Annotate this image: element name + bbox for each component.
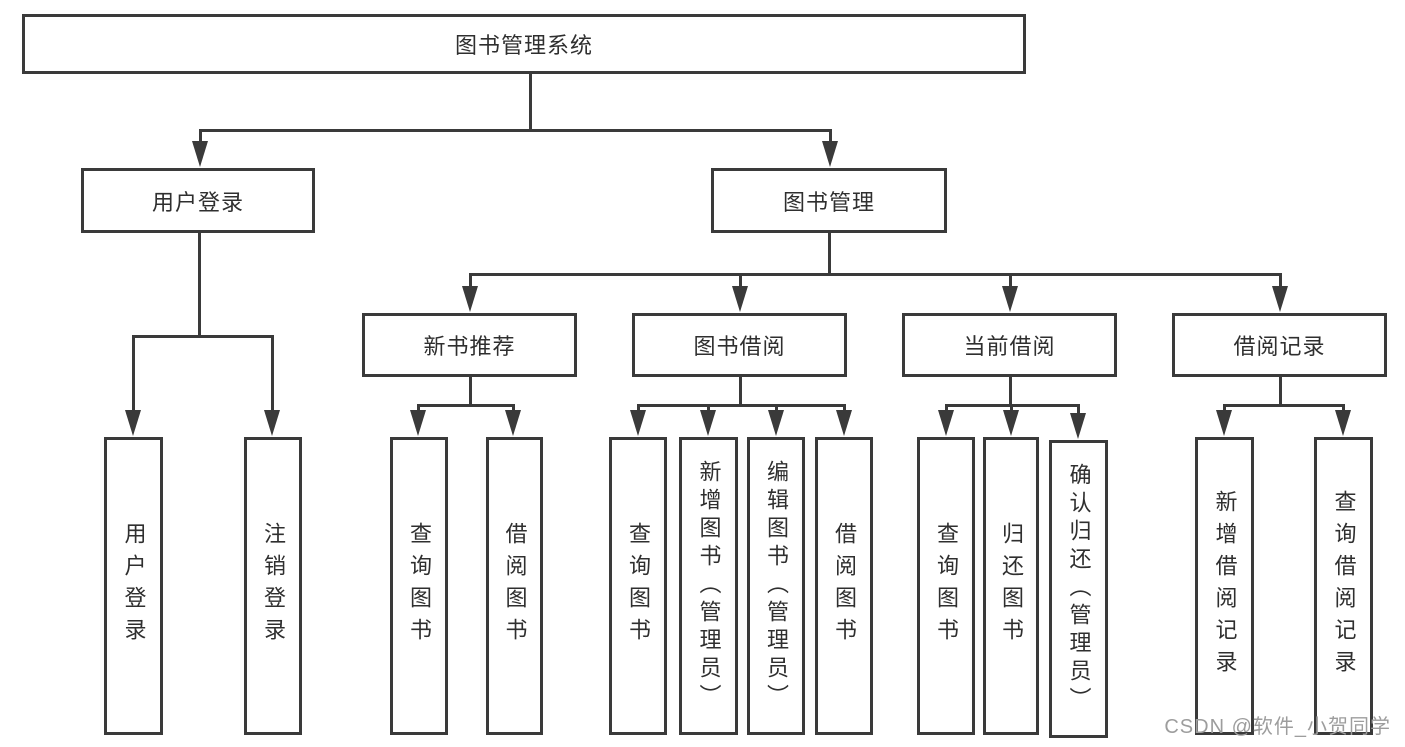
- node-label: 借阅图书: [832, 522, 857, 650]
- node-label: 借阅图书: [502, 522, 528, 650]
- node-current-query-books: 查询图书: [917, 437, 975, 735]
- arrowhead-down-icon: [462, 286, 478, 312]
- arrowhead-down-icon: [822, 141, 838, 167]
- arrowhead-down-icon: [700, 410, 716, 436]
- node-current-return-books: 归还图书: [983, 437, 1039, 735]
- node-root-library-management-system: 图书管理系统: [22, 14, 1026, 74]
- arrowhead-down-icon: [836, 410, 852, 436]
- node-label: 编辑图书（管理员）: [764, 460, 789, 712]
- arrowhead-down-icon: [264, 410, 280, 436]
- node-label: 图书借阅: [693, 334, 786, 359]
- connector-line: [828, 233, 831, 275]
- arrowhead-down-icon: [125, 410, 141, 436]
- connector-line: [132, 335, 274, 338]
- node-label: 新书推荐: [423, 334, 516, 359]
- connector-line: [637, 404, 846, 407]
- arrowhead-down-icon: [1335, 410, 1351, 436]
- node-new-book-recommend: 新书推荐: [362, 313, 577, 377]
- node-current-borrowing: 当前借阅: [902, 313, 1117, 377]
- node-borrow-add-books-admin: 新增图书（管理员）: [679, 437, 738, 735]
- node-borrow-query-books: 查询图书: [609, 437, 667, 735]
- connector-line: [270, 337, 274, 416]
- node-label: 查询图书: [407, 522, 432, 650]
- connector-line: [1223, 404, 1345, 407]
- connector-line: [131, 337, 135, 416]
- node-borrow-edit-books-admin: 编辑图书（管理员）: [747, 437, 805, 735]
- node-label: 用户登录: [121, 522, 147, 650]
- node-label: 借阅记录: [1233, 334, 1326, 359]
- arrowhead-down-icon: [410, 410, 426, 436]
- node-book-borrowing: 图书借阅: [632, 313, 847, 377]
- connector-line: [738, 275, 742, 292]
- connector-line: [199, 129, 832, 132]
- node-label: 归还图书: [999, 522, 1024, 650]
- node-book-management: 图书管理: [711, 168, 947, 233]
- node-login-logout: 注销登录: [244, 437, 302, 735]
- connector-line: [529, 74, 532, 131]
- node-label: 图书管理: [782, 189, 875, 215]
- csdn-watermark: CSDN @软件_小贺同学: [1164, 716, 1391, 738]
- node-current-confirm-return-admin: 确认归还（管理员）: [1049, 440, 1108, 738]
- node-borrow-records: 借阅记录: [1172, 313, 1387, 377]
- connector-line: [1279, 377, 1282, 406]
- connector-line: [198, 233, 201, 337]
- node-borrow-borrow-books: 借阅图书: [815, 437, 873, 735]
- connector-line: [468, 275, 472, 292]
- arrowhead-down-icon: [768, 410, 784, 436]
- connector-line: [828, 131, 832, 147]
- connector-line: [469, 377, 472, 406]
- connector-line: [1076, 406, 1080, 419]
- connector-line: [739, 377, 742, 406]
- node-login-user-login: 用户登录: [104, 437, 163, 735]
- node-label: 注销登录: [261, 522, 286, 650]
- node-user-login: 用户登录: [81, 168, 315, 233]
- node-label: 确认归还（管理员）: [1066, 463, 1092, 715]
- node-label: 新增图书（管理员）: [696, 460, 722, 712]
- node-label: 图书管理系统: [454, 33, 593, 58]
- connector-line: [1278, 275, 1282, 292]
- node-label: 新增借阅记录: [1212, 490, 1238, 682]
- node-records-query-record: 查询借阅记录: [1314, 437, 1373, 735]
- arrowhead-down-icon: [938, 410, 954, 436]
- connector-line: [1008, 275, 1012, 292]
- node-label: 当前借阅: [963, 334, 1056, 359]
- connector-line: [469, 273, 1282, 276]
- node-newbook-borrow-books: 借阅图书: [486, 437, 543, 735]
- node-records-add-record: 新增借阅记录: [1195, 437, 1254, 735]
- node-label: 查询图书: [626, 522, 651, 650]
- arrowhead-down-icon: [1216, 410, 1232, 436]
- arrowhead-down-icon: [192, 141, 208, 167]
- arrowhead-down-icon: [630, 410, 646, 436]
- arrowhead-down-icon: [505, 410, 521, 436]
- arrowhead-down-icon: [1272, 286, 1288, 312]
- node-label: 查询图书: [934, 522, 959, 650]
- node-label: 查询借阅记录: [1331, 490, 1357, 682]
- connector-line: [198, 131, 202, 147]
- node-newbook-query-books: 查询图书: [390, 437, 448, 735]
- arrowhead-down-icon: [732, 286, 748, 312]
- connector-line: [1009, 377, 1012, 406]
- arrowhead-down-icon: [1070, 413, 1086, 439]
- arrowhead-down-icon: [1003, 410, 1019, 436]
- connector-line: [417, 404, 515, 407]
- connector-line: [945, 404, 1080, 407]
- node-label: 用户登录: [151, 189, 244, 215]
- arrowhead-down-icon: [1002, 286, 1018, 312]
